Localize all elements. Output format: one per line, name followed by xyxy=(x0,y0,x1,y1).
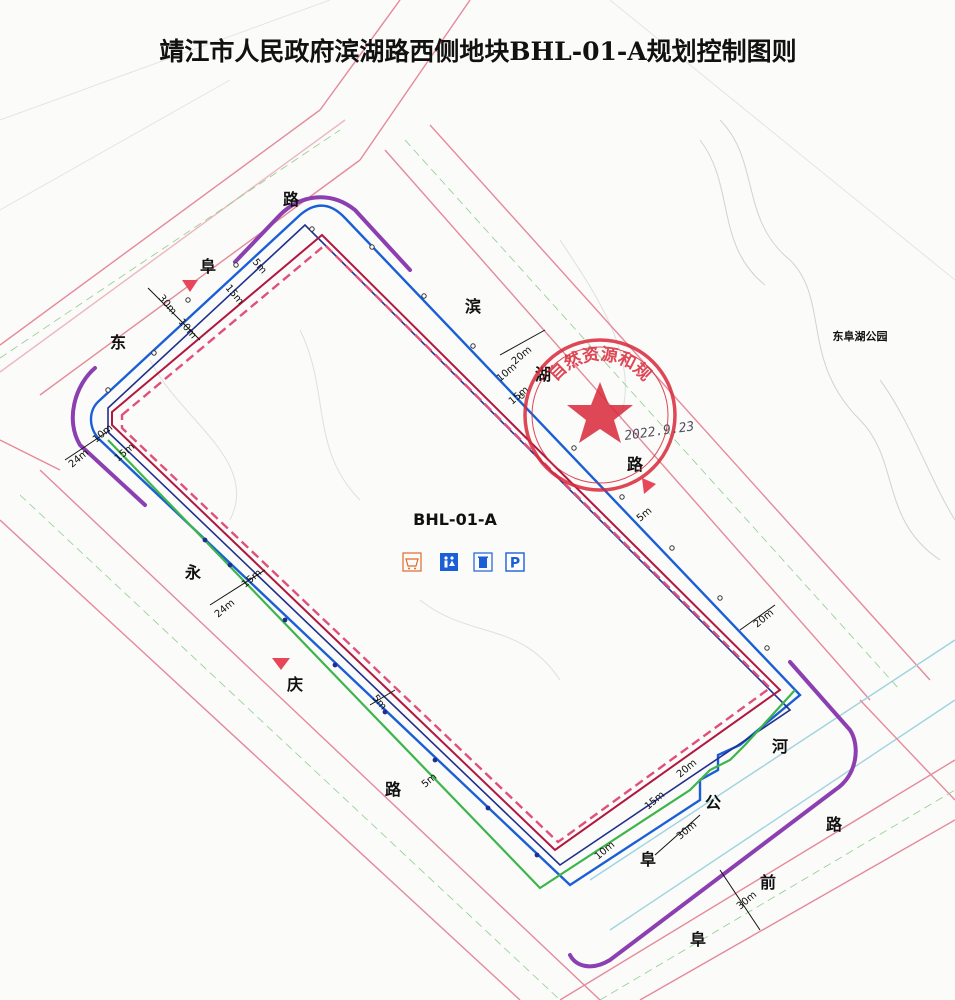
park-label: 东阜湖公园 xyxy=(833,329,888,343)
canal-char-1: 河 xyxy=(772,737,788,756)
parking-glyph: P xyxy=(510,556,520,572)
road-east-char-1: 滨 xyxy=(465,297,481,316)
canal-char-2: 公 xyxy=(705,793,721,812)
official-seal-stamp: 自然资源和规 2022.9.23 xyxy=(523,338,695,492)
line-nodes xyxy=(105,226,770,651)
map-title: 靖江市人民政府滨湖路西侧地块BHL-01-A规划控制图则 xyxy=(159,37,796,66)
navy-nodes xyxy=(202,537,540,858)
facility-icons: P xyxy=(402,552,525,572)
dim-label: 5m xyxy=(635,506,654,525)
road-west-char-3: 路 xyxy=(385,780,402,799)
blue-setback-line xyxy=(89,204,802,887)
direction-markers xyxy=(182,280,656,670)
marker-north xyxy=(182,280,198,292)
dim-label: 15m xyxy=(643,789,667,812)
dimension-lines xyxy=(64,287,776,931)
road-south-char-3: 阜 xyxy=(690,930,706,949)
green-boundary-line xyxy=(107,439,796,890)
dim-label: 15m xyxy=(240,567,264,590)
seal-star-icon xyxy=(567,382,633,443)
dim-label: 20m xyxy=(675,757,699,780)
restroom-icon xyxy=(440,553,458,571)
road-west-char-1: 永 xyxy=(184,563,201,582)
road-north-char-1: 路 xyxy=(283,190,300,209)
market-icon xyxy=(402,552,422,572)
dim-label: 30m xyxy=(735,889,759,912)
road-center-lines xyxy=(0,129,955,1000)
parcel-label: BHL-01-A xyxy=(413,510,497,529)
road-south-char-2: 前 xyxy=(760,873,776,892)
marker-east xyxy=(642,478,656,494)
dim-label: 20m xyxy=(752,607,776,630)
dim-label: 10m xyxy=(176,317,199,341)
dim-label: 5m xyxy=(420,772,439,791)
survey-background xyxy=(0,0,955,681)
dimension-labels: 30m 15m 10m 5m 24m 10m 15m 20m 10m 15m 5… xyxy=(67,257,776,912)
road-south-char-1: 路 xyxy=(826,815,843,834)
navy-setback-line xyxy=(107,223,792,867)
building-control-line xyxy=(111,233,782,852)
trash-bin-icon xyxy=(473,552,493,572)
dim-label: 10m xyxy=(593,839,617,862)
road-west-char-2: 庆 xyxy=(286,675,303,694)
road-east-char-3: 路 xyxy=(627,455,644,474)
road-north-char-3: 东 xyxy=(110,333,126,352)
road-names: 路 阜 东 滨 湖 路 永 庆 路 河 公 阜 路 前 阜 xyxy=(110,190,843,949)
canal-char-3: 阜 xyxy=(640,850,656,869)
purple-frontage-lines xyxy=(70,195,858,969)
dim-label: 30m xyxy=(675,819,699,842)
building-setback-dashed-line xyxy=(120,243,772,844)
parking-icon: P xyxy=(505,552,525,572)
road-north-char-2: 阜 xyxy=(200,257,216,276)
marker-west xyxy=(272,658,290,670)
